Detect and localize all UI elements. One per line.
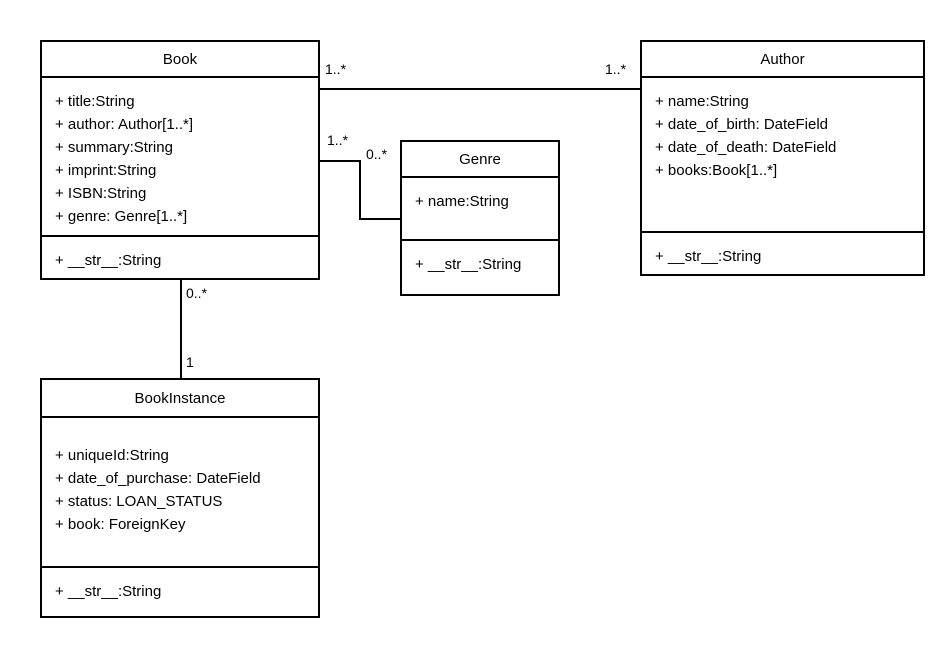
method-row: + __str__:String: [55, 252, 162, 269]
attribute-row: + imprint:String: [55, 162, 157, 179]
multiplicity-book-genre-source: 1..*: [327, 132, 349, 148]
class-methods-bookinstance: + __str__:String: [42, 568, 318, 603]
class-title-author: Author: [642, 42, 923, 78]
multiplicity-book-bookinstance-source: 0..*: [186, 285, 208, 301]
multiplicity-book-author-source: 1..*: [325, 61, 347, 77]
association-line-book-author: [320, 88, 640, 90]
attribute-row: + author: Author[1..*]: [55, 116, 194, 133]
class-attributes-book: + title:String + author: Author[1..*] + …: [42, 78, 318, 237]
class-attributes-genre: + name:String: [402, 178, 558, 241]
association-line-book-genre-segment-3: [359, 218, 400, 220]
association-line-book-bookinstance: [180, 280, 182, 378]
attribute-row: + genre: Genre[1..*]: [55, 208, 188, 225]
class-methods-book: + __str__:String: [42, 237, 318, 272]
method-row: + __str__:String: [55, 583, 162, 600]
attribute-row: + book: ForeignKey: [55, 516, 186, 533]
association-line-book-genre-segment-2: [359, 160, 361, 220]
class-box-bookinstance[interactable]: BookInstance + uniqueId:String + date_of…: [40, 378, 320, 618]
attribute-row: + title:String: [55, 93, 135, 110]
attribute-row: + books:Book[1..*]: [655, 162, 778, 179]
attribute-row: + name:String: [415, 193, 509, 210]
class-attributes-bookinstance: + uniqueId:String + date_of_purchase: Da…: [42, 418, 318, 568]
class-title-bookinstance: BookInstance: [42, 380, 318, 418]
class-box-author[interactable]: Author + name:String + date_of_birth: Da…: [640, 40, 925, 276]
attribute-row: + uniqueId:String: [55, 447, 169, 464]
attribute-row: + name:String: [655, 93, 749, 110]
class-attributes-author: + name:String + date_of_birth: DateField…: [642, 78, 923, 233]
class-methods-genre: + __str__:String: [402, 241, 558, 276]
multiplicity-book-genre-target: 0..*: [366, 146, 388, 162]
attribute-row: + status: LOAN_STATUS: [55, 493, 223, 510]
attribute-row: + ISBN:String: [55, 185, 147, 202]
attribute-row: + date_of_purchase: DateField: [55, 470, 261, 487]
class-box-book[interactable]: Book + title:String + author: Author[1..…: [40, 40, 320, 280]
class-box-genre[interactable]: Genre + name:String + __str__:String: [400, 140, 560, 296]
method-row: + __str__:String: [415, 256, 522, 273]
attribute-row: + summary:String: [55, 139, 173, 156]
method-row: + __str__:String: [655, 248, 762, 265]
class-title-book: Book: [42, 42, 318, 78]
multiplicity-book-author-target: 1..*: [605, 61, 627, 77]
multiplicity-book-bookinstance-target: 1: [186, 354, 194, 370]
class-title-genre: Genre: [402, 142, 558, 178]
attribute-row: + date_of_birth: DateField: [655, 116, 829, 133]
class-methods-author: + __str__:String: [642, 233, 923, 268]
association-line-book-genre-segment-1: [320, 160, 361, 162]
attribute-row: + date_of_death: DateField: [655, 139, 837, 156]
